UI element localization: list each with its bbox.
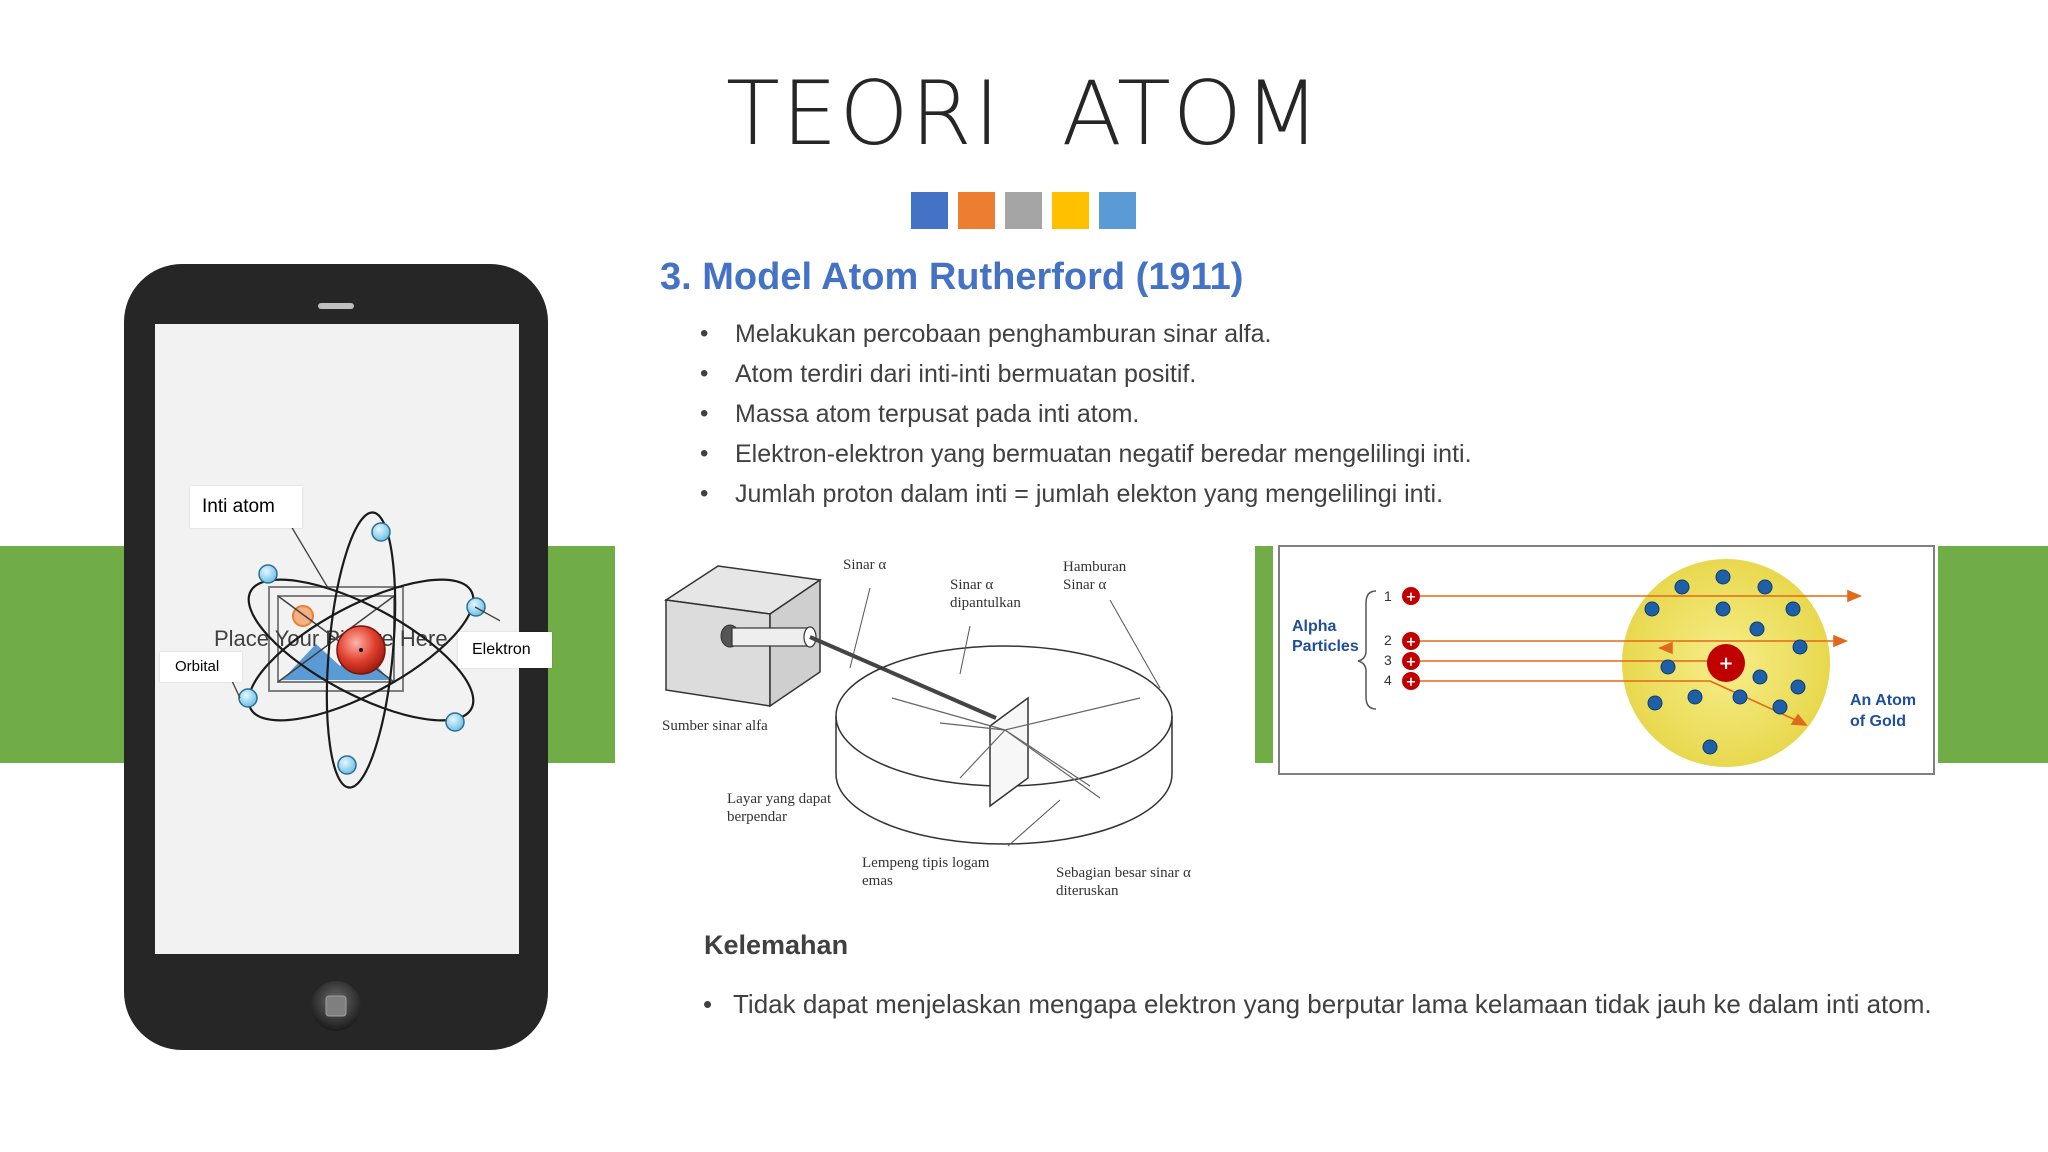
swatch-lightblue <box>1099 192 1136 229</box>
svg-text:+: + <box>1718 653 1733 674</box>
bullet-item: Elektron-elektron yang bermuatan negatif… <box>700 434 1472 474</box>
label-screen: Layar yang dapat berpendar <box>727 791 832 825</box>
home-button-icon[interactable] <box>306 980 366 1040</box>
label-gold-foil: Lempeng tipis logam emas <box>862 855 990 889</box>
weakness-heading: Kelemahan <box>704 930 849 960</box>
bullet-item: Jumlah proton dalam inti = jumlah elekto… <box>700 474 1472 514</box>
green-band-mid <box>1255 546 1273 763</box>
weakness-text: Tidak dapat menjelaskan mengapa elektron… <box>703 986 1948 1022</box>
label-passed: Sebagian besar sinar α diteruskan <box>1056 865 1191 899</box>
phone-speaker <box>318 303 354 309</box>
swatch-blue <box>911 192 948 229</box>
rutherford-experiment-figure <box>663 565 1173 847</box>
particle-number-3: 3 <box>1384 652 1392 668</box>
bullet-item: Melakukan percobaan penghamburan sinar a… <box>700 314 1472 354</box>
particle-number-4: 4 <box>1384 672 1392 688</box>
callout-orbital: Orbital <box>160 652 242 682</box>
swatch-gray <box>1005 192 1042 229</box>
green-band-right <box>1938 546 2048 763</box>
swatch-orange <box>958 192 995 229</box>
callout-electron: Elektron <box>458 632 552 668</box>
svg-text:+: + <box>1406 655 1417 670</box>
bullet-item: Atom terdiri dari inti-inti bermuatan po… <box>700 354 1472 394</box>
label-scattered: Hamburan Sinar α <box>1063 559 1127 593</box>
gold-atom-label: An Atom of Gold <box>1850 692 1917 730</box>
particle-number-1: 1 <box>1384 588 1392 604</box>
particle-number-2: 2 <box>1384 632 1392 648</box>
svg-text:+: + <box>1406 635 1417 650</box>
bullet-item: Massa atom terpusat pada inti atom. <box>700 394 1472 434</box>
callout-nucleus: Inti atom <box>190 486 302 528</box>
slide-title: TEORI ATOM <box>726 62 1322 165</box>
svg-text:+: + <box>1406 590 1417 605</box>
atom-model-diagram <box>230 511 500 789</box>
svg-text:+: + <box>1406 675 1417 690</box>
label-source: Sumber sinar alfa <box>662 718 768 734</box>
alpha-particles-label: Alpha Particles <box>1292 618 1359 655</box>
bullet-list: Melakukan percobaan penghamburan sinar a… <box>700 314 1472 514</box>
swatch-yellow <box>1052 192 1089 229</box>
label-reflected: Sinar α dipantulkan <box>950 577 1021 611</box>
label-alpha-ray: Sinar α <box>843 557 887 573</box>
gold-atom-figure: + + + + + <box>1357 559 1863 767</box>
section-heading: 3. Model Atom Rutherford (1911) <box>660 256 1244 298</box>
